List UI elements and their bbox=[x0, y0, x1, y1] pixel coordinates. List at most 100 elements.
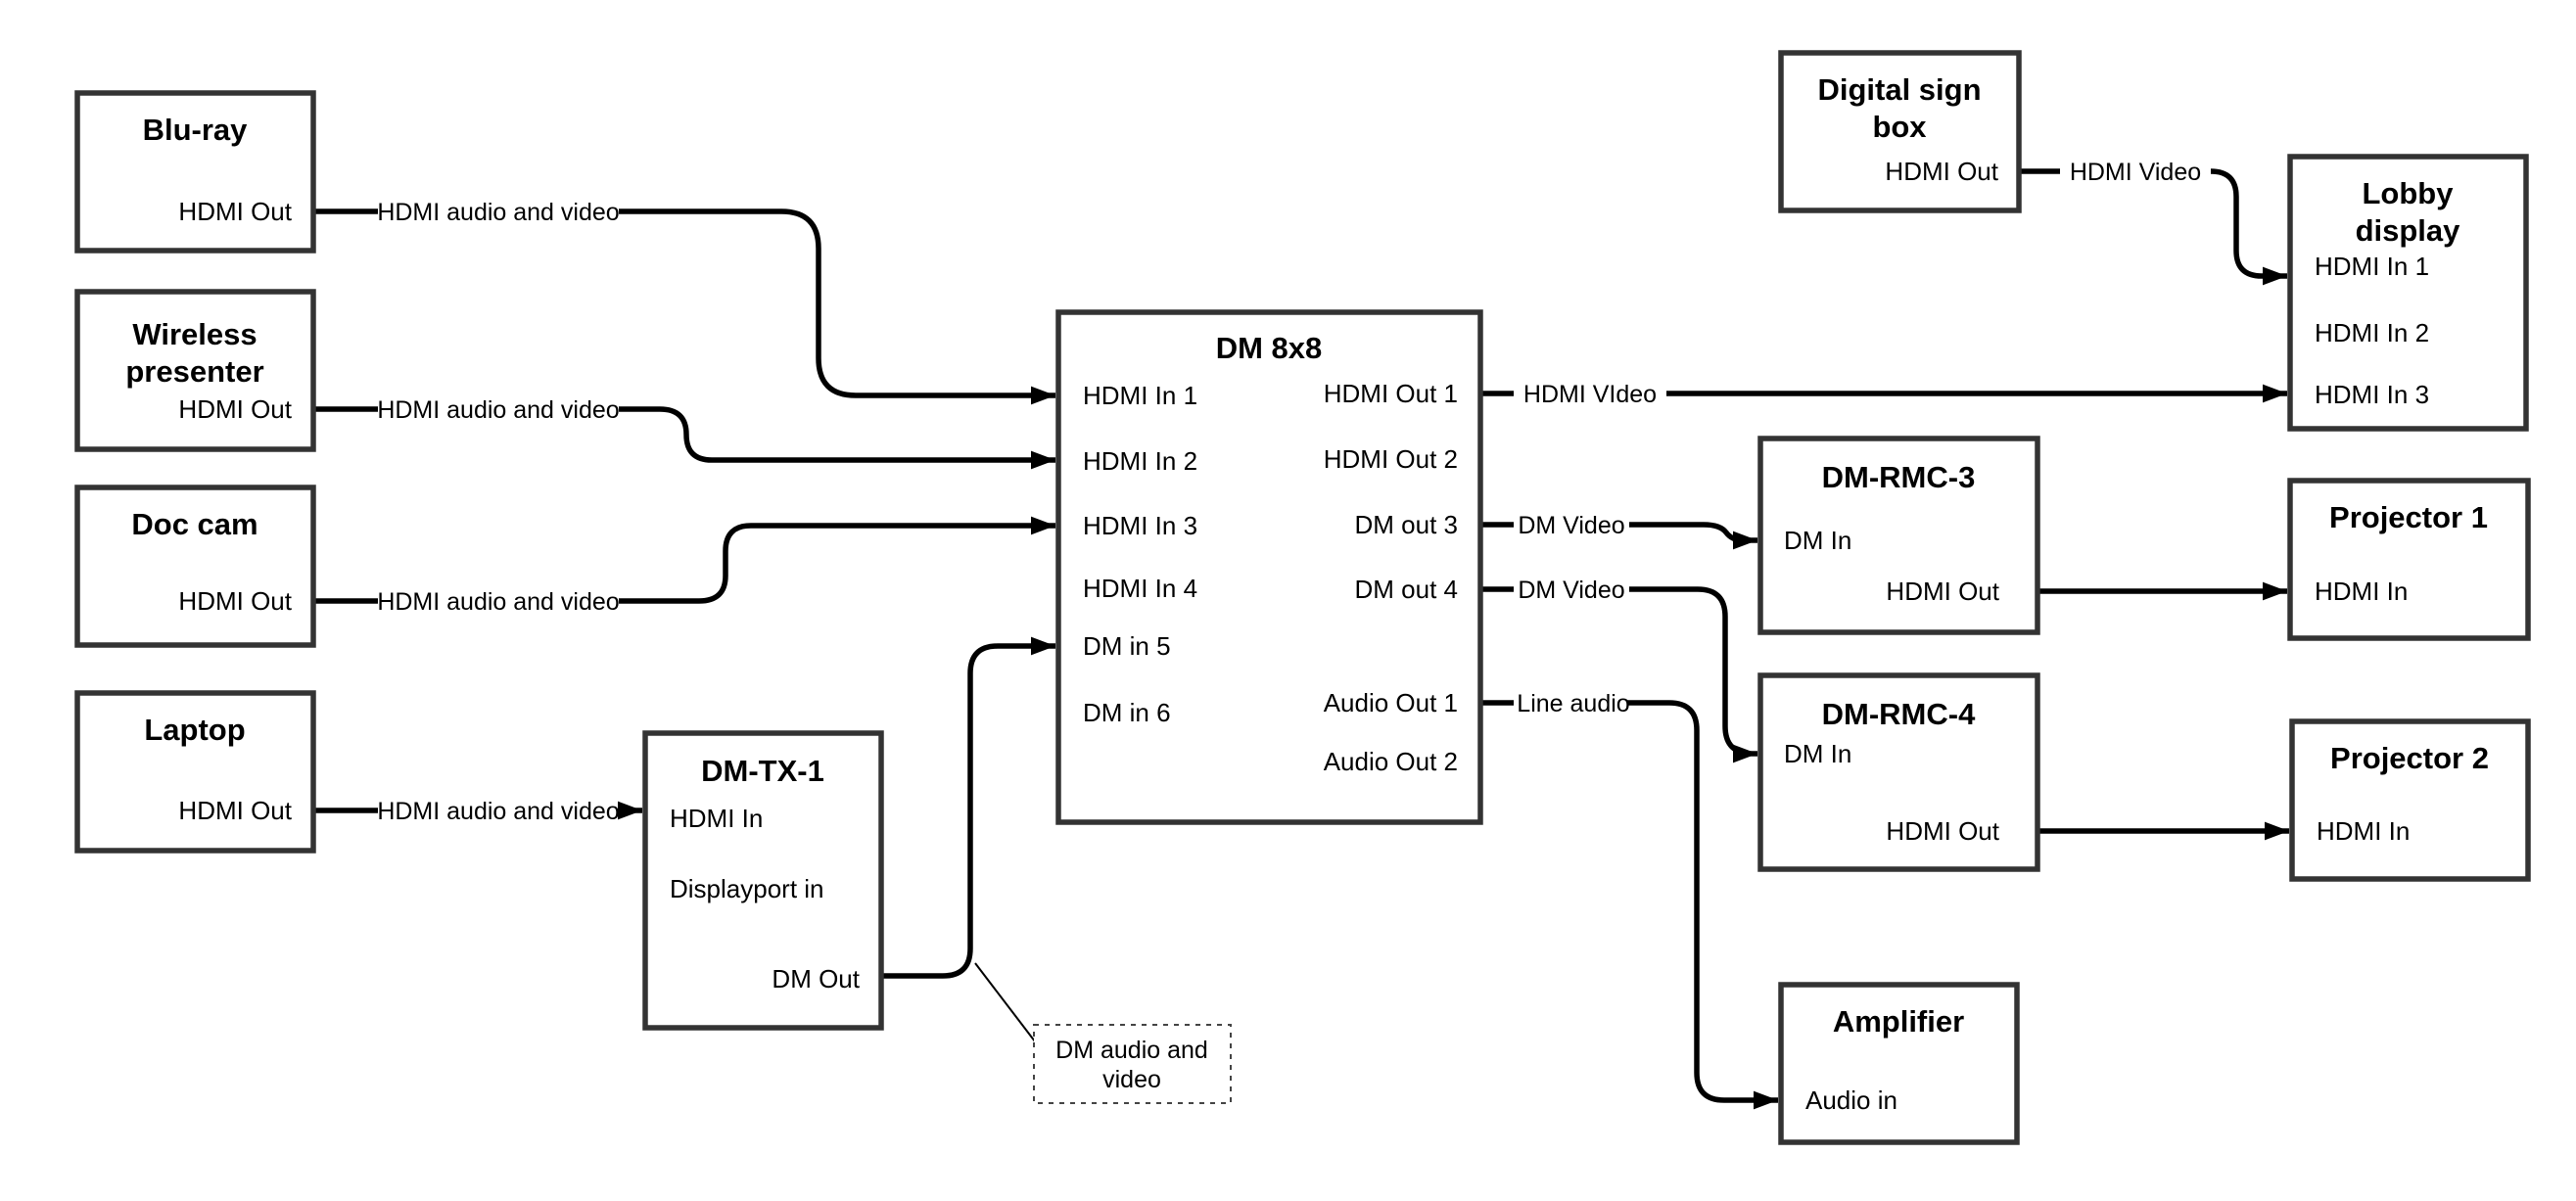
node-doc-cam: Doc cam HDMI Out bbox=[74, 485, 316, 648]
edge-segment bbox=[881, 636, 1055, 979]
node-box bbox=[1778, 50, 2022, 213]
node-title-line2: presenter bbox=[125, 354, 263, 389]
node-amplifier: Amplifier Audio in bbox=[1778, 982, 2020, 1145]
note-dm-audio-and-video: DM audio and video bbox=[1033, 1024, 1232, 1104]
edge-label-hdmi-av-3: HDMI audio and video bbox=[377, 588, 619, 616]
edge-wireless-to-dm8x8: HDMI audio and video bbox=[313, 396, 1055, 470]
node-laptop: Laptop HDMI Out bbox=[74, 690, 316, 854]
node-bluray: Blu-ray HDMI Out bbox=[74, 90, 316, 254]
edge-segment bbox=[619, 208, 1055, 405]
port-hdmi-out: HDMI Out bbox=[178, 796, 292, 825]
edge-segment bbox=[619, 406, 1055, 470]
edge-segment bbox=[2210, 168, 2287, 286]
edge-dm8x8-out4-to-rmc4: DM Video bbox=[1480, 577, 1757, 763]
edge-label-hdmi-av-2: HDMI audio and video bbox=[377, 396, 619, 424]
node-box bbox=[74, 690, 316, 854]
node-dm-8x8: DM 8x8 HDMI In 1 HDMI In 2 HDMI In 3 HDM… bbox=[1055, 309, 1483, 825]
edge-segment bbox=[1629, 586, 1757, 763]
note-box bbox=[1033, 1024, 1232, 1104]
node-title: Projector 1 bbox=[2329, 500, 2488, 534]
port-hdmi-in-4: HDMI In 4 bbox=[1083, 574, 1197, 603]
port-dm-in-5: DM in 5 bbox=[1083, 631, 1171, 661]
port-hdmi-out-2: HDMI Out 2 bbox=[1324, 444, 1458, 474]
node-title: DM 8x8 bbox=[1216, 331, 1323, 365]
node-dm-rmc-4: DM-RMC-4 DM In HDMI Out bbox=[1757, 672, 2040, 872]
note-line1: DM audio and bbox=[1055, 1037, 1208, 1064]
edge-dm8x8-audio1-to-amplifier: Line audio bbox=[1480, 690, 1778, 1110]
edge-laptop-to-dmtx1: HDMI audio and video bbox=[313, 798, 642, 825]
node-box bbox=[2287, 478, 2531, 641]
node-title: Doc cam bbox=[131, 507, 258, 541]
edge-dm8x8-out1-to-lobby: HDMI VIdeo bbox=[1480, 381, 2287, 408]
port-dm-in: DM In bbox=[1784, 739, 1851, 768]
port-hdmi-out: HDMI Out bbox=[1886, 816, 1999, 846]
node-box bbox=[1757, 436, 2040, 635]
edge-label-hdmi-av-1: HDMI audio and video bbox=[377, 199, 619, 226]
port-hdmi-in-3: HDMI In 3 bbox=[2315, 380, 2429, 409]
port-displayport-in: Displayport in bbox=[670, 874, 824, 903]
node-title: Blu-ray bbox=[143, 113, 249, 147]
node-box bbox=[1778, 982, 2020, 1145]
node-box bbox=[642, 730, 884, 1031]
port-hdmi-out: HDMI Out bbox=[1886, 577, 1999, 606]
node-projector-2: Projector 2 HDMI In bbox=[2289, 718, 2531, 882]
edge-bluray-to-dm8x8: HDMI audio and video bbox=[313, 199, 1055, 405]
port-hdmi-in-1: HDMI In 1 bbox=[1083, 381, 1197, 410]
edge-sign-to-lobby: HDMI Video bbox=[2019, 159, 2287, 286]
edge-segment bbox=[1627, 700, 1778, 1110]
node-title: Laptop bbox=[144, 713, 245, 747]
edge-segment bbox=[1629, 522, 1757, 550]
node-title-line1: Lobby bbox=[2363, 176, 2455, 210]
port-hdmi-out: HDMI Out bbox=[178, 197, 292, 226]
edge-dmtx1-to-dm8x8 bbox=[881, 636, 1055, 1042]
port-dm-in-6: DM in 6 bbox=[1083, 698, 1171, 727]
edge-doccam-to-dm8x8: HDMI audio and video bbox=[313, 516, 1055, 616]
node-digital-sign-box: Digital sign box HDMI Out bbox=[1778, 50, 2022, 213]
port-hdmi-in-3: HDMI In 3 bbox=[1083, 511, 1197, 540]
node-dm-tx-1: DM-TX-1 HDMI In Displayport in DM Out bbox=[642, 730, 884, 1031]
port-hdmi-in: HDMI In bbox=[2315, 577, 2408, 606]
edge-label-hdmi-av-4: HDMI audio and video bbox=[377, 798, 619, 825]
note-line2: video bbox=[1102, 1066, 1161, 1093]
node-title: DM-RMC-4 bbox=[1822, 697, 1976, 731]
port-dm-out-3: DM out 3 bbox=[1355, 510, 1459, 539]
node-title: Projector 2 bbox=[2330, 741, 2489, 775]
node-box bbox=[2289, 718, 2531, 882]
node-title-line2: box bbox=[1872, 110, 1927, 144]
node-title: DM-RMC-3 bbox=[1822, 460, 1976, 494]
node-lobby-display: Lobby display HDMI In 1 HDMI In 2 HDMI I… bbox=[2287, 154, 2529, 432]
node-box bbox=[2287, 154, 2529, 432]
node-title: Amplifier bbox=[1833, 1004, 1964, 1039]
port-dm-out-4: DM out 4 bbox=[1355, 575, 1459, 604]
port-hdmi-in: HDMI In bbox=[670, 804, 763, 833]
edge-label-hdmi-video-long: HDMI VIdeo bbox=[1523, 381, 1657, 408]
port-hdmi-out-1: HDMI Out 1 bbox=[1324, 379, 1458, 408]
node-box bbox=[74, 90, 316, 254]
port-hdmi-out: HDMI Out bbox=[178, 394, 292, 424]
note-callout-line bbox=[974, 962, 1036, 1042]
node-projector-1: Projector 1 HDMI In bbox=[2287, 478, 2531, 641]
port-hdmi-out: HDMI Out bbox=[178, 586, 292, 616]
node-box bbox=[74, 289, 316, 452]
node-title-line1: Digital sign bbox=[1817, 72, 1981, 107]
edge-label-line-audio: Line audio bbox=[1517, 690, 1629, 717]
port-dm-out: DM Out bbox=[772, 964, 860, 993]
port-hdmi-in-1: HDMI In 1 bbox=[2315, 252, 2429, 281]
node-box bbox=[1055, 309, 1483, 825]
port-hdmi-in-2: HDMI In 2 bbox=[1083, 446, 1197, 476]
node-box bbox=[1757, 672, 2040, 872]
edge-label-hdmi-video-sign: HDMI Video bbox=[2070, 159, 2201, 186]
edge-label-dm-video-2: DM Video bbox=[1518, 577, 1624, 604]
node-wireless-presenter: Wireless presenter HDMI Out bbox=[74, 289, 316, 452]
edge-label-dm-video-1: DM Video bbox=[1518, 512, 1624, 539]
port-hdmi-in-2: HDMI In 2 bbox=[2315, 318, 2429, 347]
node-title-line2: display bbox=[2356, 213, 2461, 248]
edge-dm8x8-out3-to-rmc3: DM Video bbox=[1480, 512, 1757, 550]
port-audio-out-2: Audio Out 2 bbox=[1324, 747, 1458, 776]
node-box bbox=[74, 485, 316, 648]
port-audio-in: Audio in bbox=[1805, 1086, 1897, 1115]
port-hdmi-out: HDMI Out bbox=[1885, 157, 1998, 186]
port-audio-out-1: Audio Out 1 bbox=[1324, 688, 1458, 717]
node-title-line1: Wireless bbox=[132, 317, 257, 351]
